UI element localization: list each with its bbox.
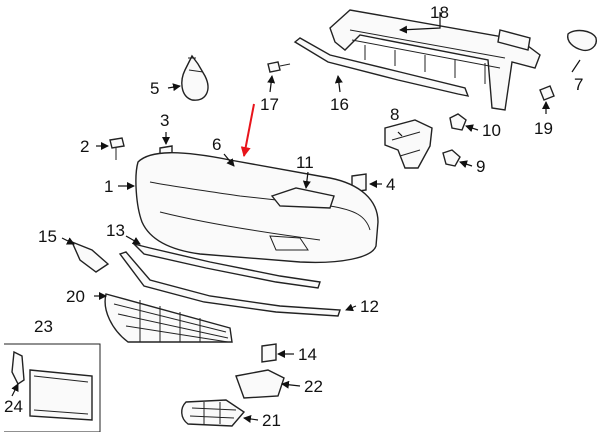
callout-23: 23 (34, 317, 53, 336)
leader-lines (11, 12, 581, 423)
bolt-14 (261, 343, 277, 363)
callout-14: 14 (298, 345, 317, 364)
callout-11: 11 (296, 153, 314, 172)
tow-hook-cover (567, 29, 597, 52)
callout-13: 13 (106, 221, 125, 240)
callout-19: 19 (534, 119, 553, 138)
bolt-17 (267, 61, 291, 73)
callout-18: 18 (430, 3, 449, 22)
lower-spoiler (131, 242, 321, 289)
callout-9: 9 (476, 157, 485, 176)
bolt-19 (539, 85, 555, 101)
callout-21: 21 (262, 411, 281, 430)
fog-grille (181, 399, 246, 427)
reinforcement-bar (329, 9, 541, 111)
callout-12: 12 (360, 297, 379, 316)
highlight-arrow (240, 103, 255, 157)
callout-1: 1 (104, 177, 113, 196)
callout-labels: 18 7 5 17 16 8 10 19 9 2 3 6 11 4 1 15 1… (4, 3, 583, 430)
bracket-15 (70, 240, 110, 273)
callout-22: 22 (304, 377, 323, 396)
screw-2 (109, 137, 125, 160)
clip-10 (449, 113, 467, 131)
callout-4: 4 (386, 175, 395, 194)
energy-absorber (293, 37, 470, 97)
callout-17: 17 (260, 95, 279, 114)
bumper-cover (135, 152, 379, 264)
callout-15: 15 (38, 227, 57, 246)
fog-bracket (235, 369, 285, 399)
upper-trim (270, 187, 335, 209)
callout-6: 6 (212, 135, 221, 154)
callout-5: 5 (150, 79, 159, 98)
callout-24: 24 (4, 397, 23, 416)
callout-2: 2 (80, 137, 89, 156)
callout-16: 16 (330, 95, 349, 114)
callout-10: 10 (482, 121, 501, 140)
callout-20: 20 (66, 287, 85, 306)
side-bracket (384, 119, 433, 169)
lower-molding (118, 251, 341, 317)
callout-8: 8 (390, 105, 399, 124)
hardware-bag (181, 54, 209, 101)
clip-9 (442, 149, 461, 167)
lower-grille (104, 293, 233, 343)
callout-7: 7 (574, 75, 583, 94)
license-bracket-group (4, 343, 101, 433)
callout-3: 3 (160, 111, 169, 130)
